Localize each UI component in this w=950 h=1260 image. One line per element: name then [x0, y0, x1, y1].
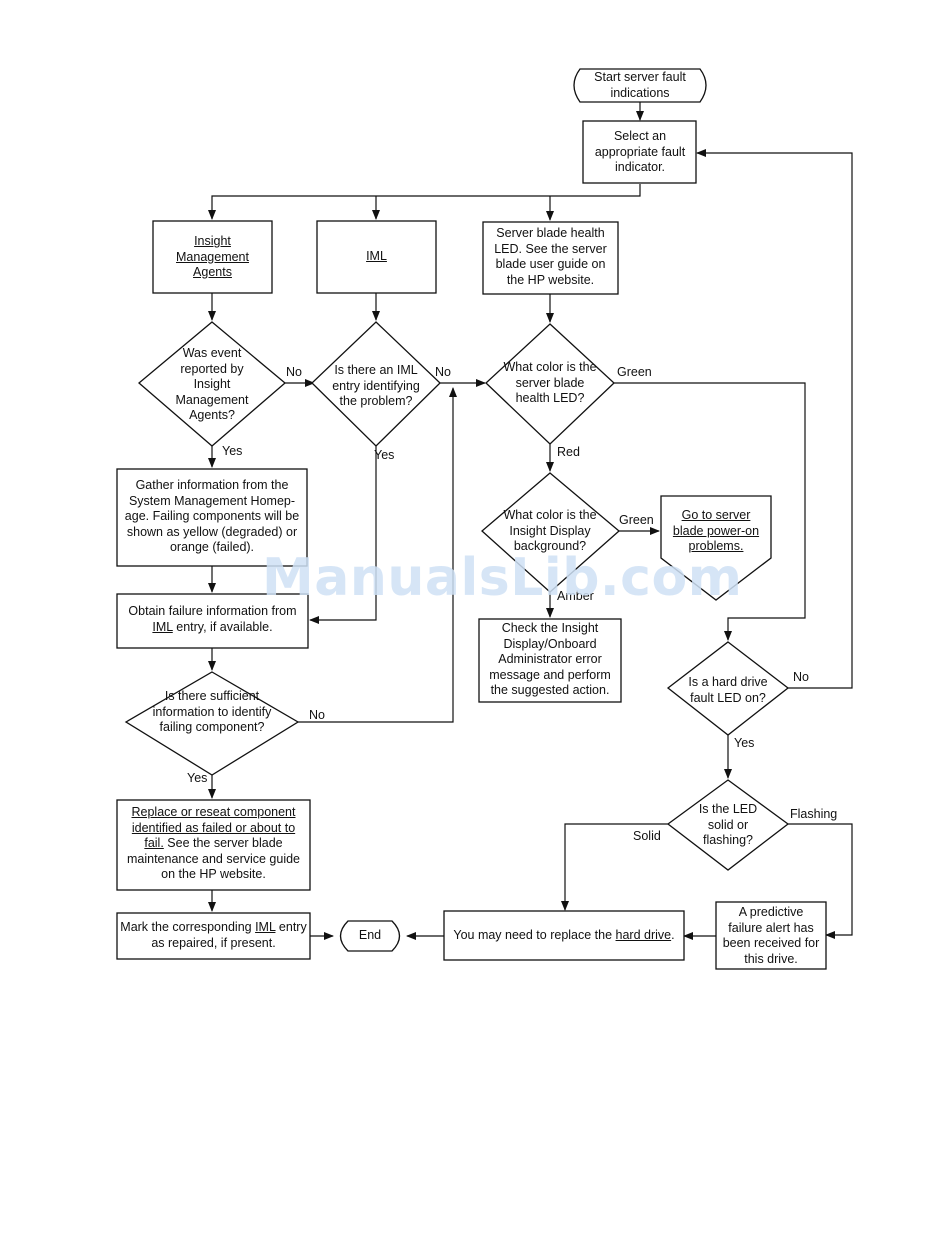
replace-drive-link[interactable]: hard drive: [615, 928, 672, 942]
predictive-alert-box: [715, 901, 827, 970]
power-on-link[interactable]: Go to server blade power-on problems.: [672, 508, 760, 553]
edge-label-no: No: [286, 365, 302, 379]
mark-iml-box: [116, 912, 311, 960]
mark-iml-suffix: entry as repaired, if present.: [151, 920, 307, 950]
mark-iml-label: Mark the corresponding IML entry as repa…: [120, 920, 307, 951]
edge-label-no: No: [793, 670, 809, 684]
gather-info-label: Gather information from the System Manag…: [121, 478, 303, 556]
end-terminator: [339, 920, 401, 952]
mark-iml-prefix: Mark the corresponding: [120, 920, 256, 934]
edge-label-yes: Yes: [734, 736, 755, 750]
power-on-offpage-connector: [660, 495, 772, 601]
edge-label-green: Green: [619, 513, 654, 527]
led-color-label: What color is the server blade health LE…: [503, 360, 597, 405]
hard-drive-led-diamond: [666, 641, 790, 736]
sufficient-info-label: Is there sufficient information to ident…: [152, 689, 272, 734]
replace-drive-prefix: You may need to replace the: [453, 928, 616, 942]
insight-agents-box: [152, 220, 273, 294]
edge-label-no: No: [435, 365, 451, 379]
edge-label-solid: Solid: [633, 829, 661, 843]
select-fault-label: Select an appropriate fault indicator.: [594, 129, 686, 174]
select-fault-box: [582, 120, 697, 184]
obtain-iml-link[interactable]: IML: [152, 619, 173, 634]
edge-label-yes: Yes: [374, 448, 395, 462]
replace-drive-box: [443, 910, 685, 961]
end-label: End: [358, 928, 382, 942]
gather-info-line-1: Gather information from the System Manag…: [128, 478, 296, 508]
iml-entry-label: Is there an IML entry identifying the pr…: [332, 363, 420, 408]
hard-drive-led-label: Is a hard drive fault LED on?: [688, 675, 768, 705]
check-display-label: Check the Insight Display/Onboard Admini…: [489, 621, 611, 697]
check-display-box: [478, 618, 622, 703]
obtain-failure-line-1: Obtain failure information from: [128, 604, 297, 618]
replace-drive-suffix: .: [671, 928, 675, 942]
start-terminator: [573, 68, 707, 103]
edge-label-yes: Yes: [187, 771, 208, 785]
event-reported-label: Was event reported by Insight Management…: [175, 346, 249, 422]
edge-label-flashing: Flashing: [790, 807, 838, 821]
blade-health-led-box: [482, 221, 619, 295]
watermark: ManualsLib.com: [262, 548, 743, 608]
event-reported-diamond: [137, 321, 287, 447]
insight-agents-link[interactable]: Insight Management Agents: [176, 234, 249, 279]
obtain-failure-line-2: IML entry, if available.: [120, 620, 305, 636]
obtain-failure-suffix: entry, if available.: [172, 619, 273, 634]
iml-entry-diamond: [311, 321, 441, 447]
replace-component-box: [116, 799, 311, 891]
edge-label-yes: Yes: [222, 444, 243, 458]
edge-label-red: Red: [557, 445, 580, 459]
led-state-diamond: [666, 779, 790, 871]
sufficient-info-diamond: [124, 671, 300, 776]
blade-health-led-label: Server blade health LED. See the server …: [494, 226, 607, 287]
connectors: [208, 102, 853, 940]
led-state-label: Is the LED solid or flashing?: [698, 802, 758, 847]
replace-component-text: See the server blade maintenance and ser…: [126, 836, 301, 881]
gather-info-box: [116, 468, 308, 567]
obtain-failure-box: [116, 593, 309, 649]
edge-label-no: No: [309, 708, 325, 722]
edge-label-amber: Amber: [557, 589, 594, 603]
replace-component-link[interactable]: Replace or reseat component identified a…: [131, 805, 296, 850]
mark-iml-link[interactable]: IML: [255, 920, 276, 934]
start-label: Start server fault indications: [594, 70, 686, 100]
display-color-label: What color is the Insight Display backgr…: [503, 508, 597, 553]
obtain-failure-label: Obtain failure information from IML entr…: [120, 604, 305, 635]
replace-drive-label: You may need to replace the hard drive.: [446, 928, 682, 944]
predictive-alert-label: A predictive failure alert has been rece…: [722, 905, 820, 966]
edge-label-green: Green: [617, 365, 652, 379]
gather-info-line-2: age. Failing components will be shown as…: [124, 509, 300, 554]
replace-component-label: Replace or reseat component identified a…: [122, 805, 305, 883]
led-color-diamond: [485, 323, 615, 445]
iml-link[interactable]: IML: [366, 249, 387, 263]
iml-box: [316, 220, 437, 294]
display-color-diamond: [481, 472, 620, 593]
